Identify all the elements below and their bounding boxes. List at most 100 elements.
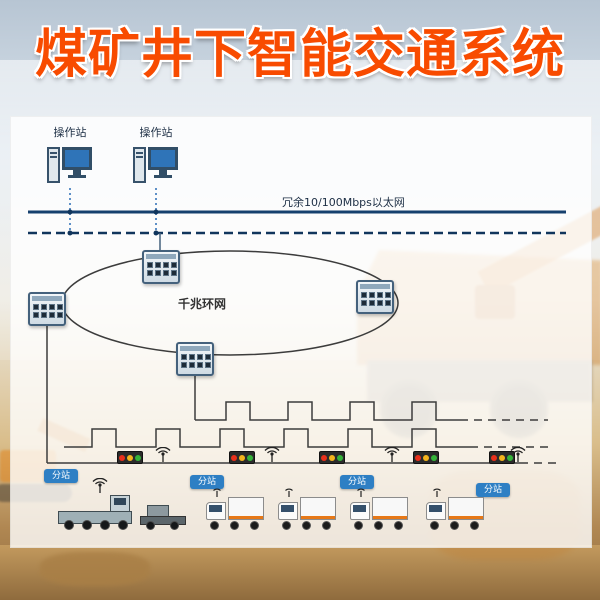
truck-wheel — [210, 521, 219, 530]
switch-ports — [361, 292, 391, 306]
red-light — [415, 454, 421, 461]
workstation-label: 操作站 — [53, 126, 87, 139]
locomotive-body — [58, 511, 132, 524]
antenna-icon — [155, 447, 171, 462]
truck-cab — [426, 502, 446, 520]
yellow-light — [127, 454, 133, 461]
red-light — [491, 454, 497, 461]
antenna-icon — [510, 447, 526, 462]
switch-top-strip — [32, 296, 62, 301]
traffic-light-icon — [319, 451, 345, 464]
truck-windshield — [429, 505, 442, 512]
antenna-icon — [433, 488, 441, 497]
truck-wheel — [302, 521, 311, 530]
ethernet-switch-icon — [176, 342, 214, 376]
locomotive-wheel — [64, 520, 74, 530]
truck-stripe — [449, 516, 483, 519]
workstation-label: 操作站 — [139, 126, 173, 139]
truck-wheel — [230, 521, 239, 530]
truck-wheel — [430, 521, 439, 530]
truck-windshield — [209, 505, 222, 512]
mine-car-wheel — [146, 521, 155, 530]
computer-tower-icon — [47, 147, 60, 183]
mine-car-bed — [140, 516, 186, 525]
ring-network-label: 千兆环网 — [178, 297, 227, 311]
traffic-light-icon — [117, 451, 143, 464]
truck-cab — [206, 502, 226, 520]
switch-ports — [147, 262, 177, 276]
station-badge: 分站 — [44, 469, 78, 483]
mine-car-wheel — [170, 521, 179, 530]
yellow-light — [499, 454, 505, 461]
truck-wheel — [250, 521, 259, 530]
switch-ports — [33, 304, 63, 318]
truck-icon — [278, 488, 336, 530]
traffic-light-icon — [229, 451, 255, 464]
yellow-light — [423, 454, 429, 461]
yellow-light — [239, 454, 245, 461]
monitor-base — [68, 175, 86, 178]
mine-car-icon — [140, 502, 186, 530]
yellow-light — [329, 454, 335, 461]
workstation-2: 操作站 — [130, 124, 182, 191]
workstation-icon — [130, 141, 182, 191]
locomotive-wheel — [100, 520, 110, 530]
traffic-light-icon — [413, 451, 439, 464]
truck-wheel — [354, 521, 363, 530]
locomotive-window — [114, 498, 126, 505]
truck-windshield — [281, 505, 294, 512]
green-light — [337, 454, 343, 461]
antenna-icon — [92, 478, 108, 493]
switch-ports — [181, 354, 211, 368]
truck-stripe — [301, 516, 335, 519]
truck-wheel — [394, 521, 403, 530]
truck-wheel — [322, 521, 331, 530]
monitor-icon — [148, 147, 178, 170]
red-light — [231, 454, 237, 461]
ethernet-switch-icon — [28, 292, 66, 326]
truck-cab — [278, 502, 298, 520]
truck-wheel — [374, 521, 383, 530]
antenna-icon — [213, 488, 221, 497]
antenna-icon — [285, 488, 293, 497]
green-light — [507, 454, 513, 461]
truck-stripe — [229, 516, 263, 519]
truck-wheel — [470, 521, 479, 530]
green-light — [135, 454, 141, 461]
switch-top-strip — [180, 346, 210, 351]
antenna-icon — [357, 488, 365, 497]
truck-icon — [350, 488, 408, 530]
green-light — [247, 454, 253, 461]
truck-wheel — [282, 521, 291, 530]
ethernet-switch-icon — [356, 280, 394, 314]
truck-cargo-box — [228, 497, 264, 520]
antenna-icon — [264, 447, 280, 462]
switch-top-strip — [146, 254, 176, 259]
ethernet-label: 冗余10/100Mbps以太网 — [282, 196, 405, 209]
truck-cab — [350, 502, 370, 520]
ethernet-switch-icon — [142, 250, 180, 284]
locomotive-wheel — [118, 520, 128, 530]
monitor-stand — [73, 170, 81, 175]
red-light — [321, 454, 327, 461]
red-light — [119, 454, 125, 461]
rubble-pile — [40, 552, 150, 586]
switch-top-strip — [360, 284, 390, 289]
truck-icon — [426, 488, 484, 530]
locomotive-wheel — [82, 520, 92, 530]
station-badge: 分站 — [190, 475, 224, 489]
station-badge: 分站 — [340, 475, 374, 489]
station-badge: 分站 — [476, 483, 510, 497]
truck-cargo-box — [372, 497, 408, 520]
truck-stripe — [373, 516, 407, 519]
locomotive-icon — [58, 494, 132, 530]
antenna-icon — [384, 447, 400, 462]
truck-windshield — [353, 505, 366, 512]
monitor-stand — [159, 170, 167, 175]
green-light — [431, 454, 437, 461]
workstation-1: 操作站 — [44, 124, 96, 191]
truck-cargo-box — [448, 497, 484, 520]
monitor-base — [154, 175, 172, 178]
workstation-icon — [44, 141, 96, 191]
